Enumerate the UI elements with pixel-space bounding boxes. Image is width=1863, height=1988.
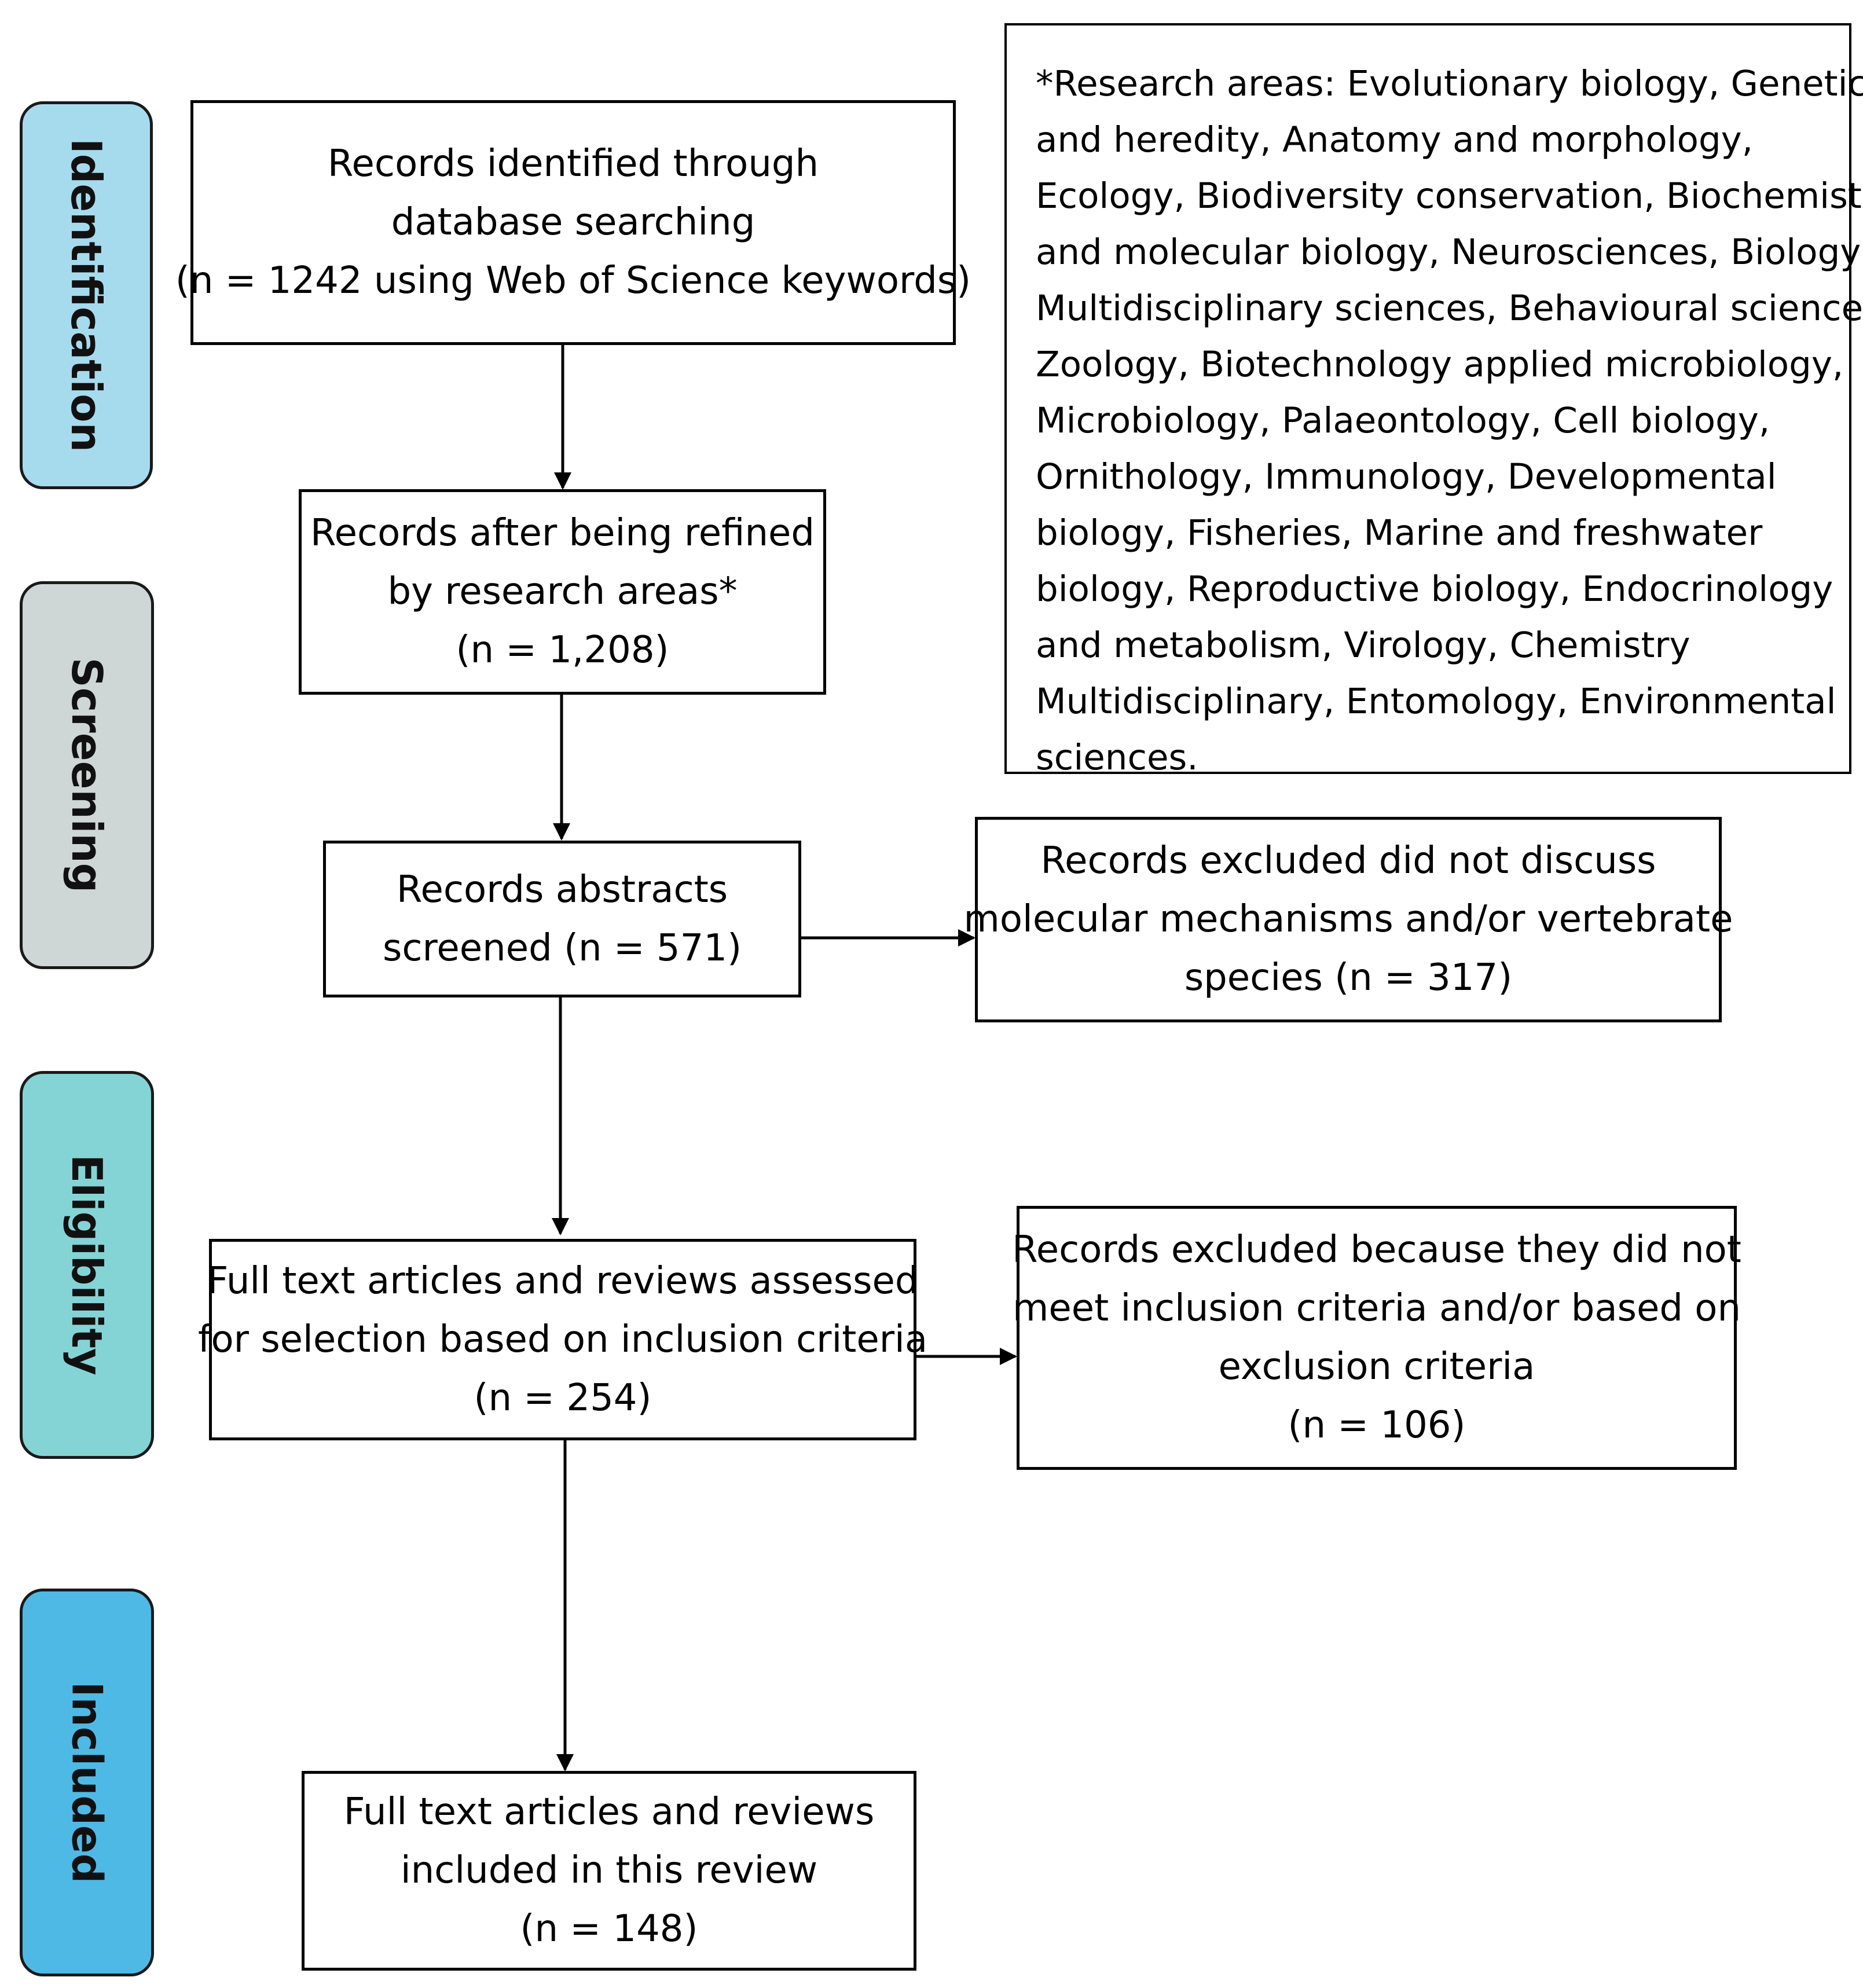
box-records-identified-line-1: Records identified through — [327, 142, 819, 185]
box-full-text-assessed-line-2: for selection based on inclusion criteri… — [197, 1318, 928, 1361]
box-records-excluded-eligibility-line-1: Records excluded because they did not — [1012, 1228, 1741, 1271]
stage-screening: Screening — [20, 581, 154, 969]
box-records-identified-line-3: (n = 1242 using Web of Science keywords) — [175, 259, 971, 302]
box-records-screened-line-1: Records abstracts — [396, 868, 728, 911]
box-records-excluded-eligibility-line-4: (n = 106) — [1288, 1404, 1466, 1447]
box-full-text-assessed: Full text articles and reviews assessed … — [198, 1239, 927, 1440]
box-records-refined-line-1: Records after being refined — [310, 512, 815, 555]
box-included-line-3: (n = 148) — [520, 1908, 698, 1950]
note-line-6: Zoology, Biotechnology applied microbiol… — [1036, 344, 1844, 385]
box-records-screened-line-2: screened (n = 571) — [382, 926, 742, 970]
research-areas-note: *Research areas: Evolutionary biology, G… — [1004, 23, 1863, 778]
box-included-line-2: included in this review — [400, 1849, 818, 1892]
box-records-excluded-eligibility-line-3: exclusion criteria — [1218, 1345, 1535, 1388]
stage-included: Included — [20, 1589, 154, 1976]
stage-identification: Identification — [20, 101, 153, 489]
box-records-refined-line-3: (n = 1,208) — [456, 629, 669, 672]
box-included-line-1: Full text articles and reviews — [343, 1791, 875, 1833]
note-line-3: Ecology, Biodiversity conservation, Bioc… — [1036, 175, 1863, 217]
box-records-screened: Records abstracts screened (n = 571) — [323, 841, 801, 997]
note-line-7: Microbiology, Palaeontology, Cell biolog… — [1036, 400, 1770, 441]
note-line-4: and molecular biology, Neurosciences, Bi… — [1036, 232, 1863, 273]
stage-eligibility: Eligibility — [20, 1071, 154, 1459]
box-records-excluded-eligibility: Records excluded because they did not me… — [1012, 1206, 1741, 1470]
note-line-2: and heredity, Anatomy and morphology, — [1036, 119, 1754, 160]
note-line-1: *Research areas: Evolutionary biology, G… — [1036, 63, 1863, 104]
note-line-10: biology, Reproductive biology, Endocrino… — [1036, 568, 1833, 610]
box-records-excluded-screening-line-3: species (n = 317) — [1184, 956, 1513, 999]
note-line-8: Ornithology, Immunology, Developmental — [1036, 456, 1777, 497]
box-records-excluded-screening: Records excluded did not discuss molecul… — [964, 817, 1733, 1022]
box-records-identified-line-2: database searching — [391, 201, 756, 244]
box-records-excluded-eligibility-line-2: meet inclusion criteria and/or based on — [1012, 1287, 1741, 1330]
box-full-text-assessed-line-3: (n = 254) — [474, 1376, 652, 1420]
note-line-9: biology, Fisheries, Marine and freshwate… — [1036, 512, 1763, 553]
box-full-text-assessed-line-1: Full text articles and reviews assessed — [207, 1259, 919, 1303]
note-line-5: Multidisciplinary sciences, Behavioural … — [1036, 288, 1863, 329]
box-records-refined-line-2: by research areas* — [387, 570, 738, 613]
note-line-13: sciences. — [1036, 737, 1198, 778]
box-included: Full text articles and reviews included … — [302, 1771, 916, 1971]
note-line-11: and metabolism, Virology, Chemistry — [1036, 625, 1690, 666]
box-records-excluded-screening-line-1: Records excluded did not discuss — [1040, 839, 1656, 882]
box-records-excluded-screening-line-2: molecular mechanisms and/or vertebrate — [963, 898, 1733, 941]
note-line-12: Multidisciplinary, Entomology, Environme… — [1036, 681, 1836, 722]
box-records-identified: Records identified through database sear… — [175, 100, 971, 345]
box-records-refined: Records after being refined by research … — [299, 489, 826, 695]
